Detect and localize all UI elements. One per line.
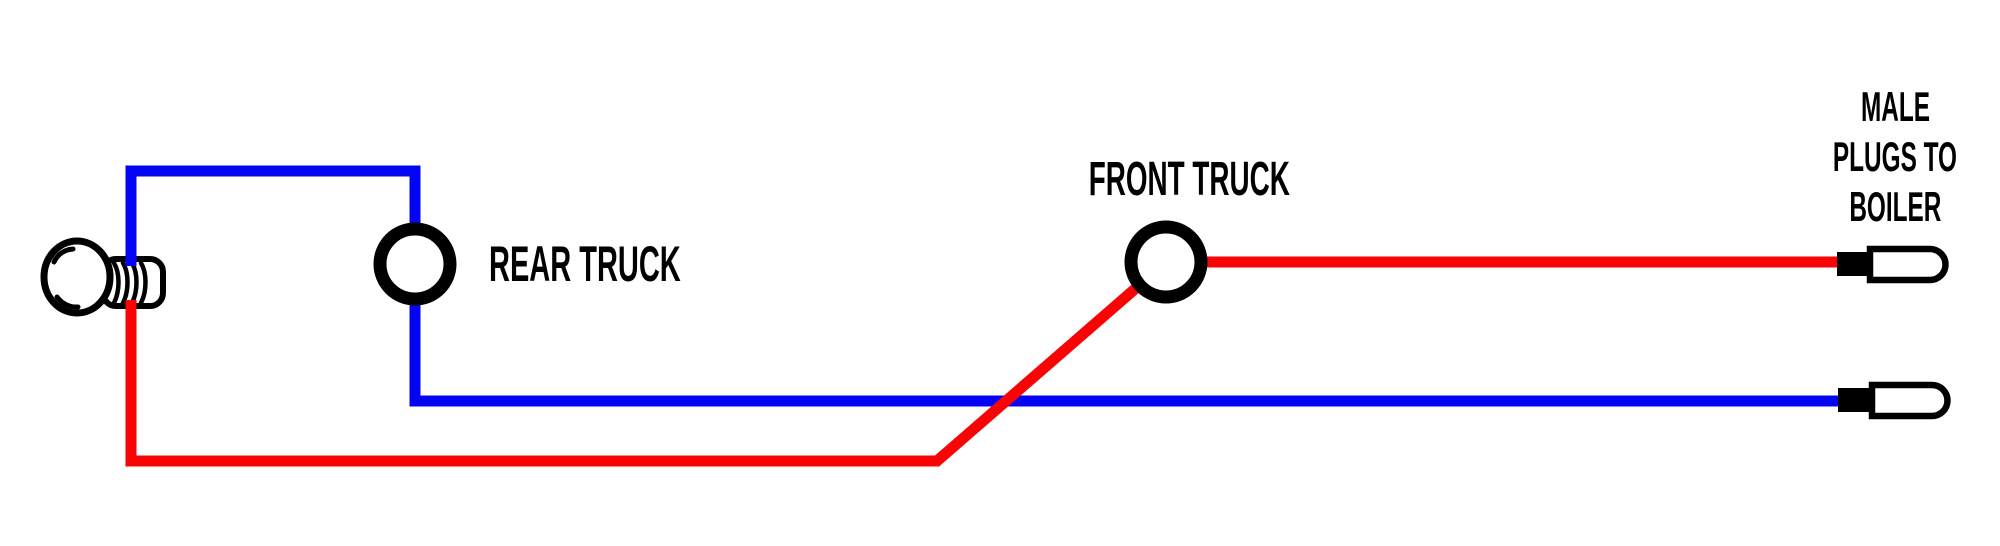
- plug-note-line-3: BOILER: [1848, 183, 1942, 230]
- male-plugs-to-boiler-label: MALE PLUGS TO BOILER: [1745, 82, 2000, 232]
- front-truck-label-text: FRONT TRUCK: [1088, 153, 1290, 206]
- rear-truck-label-text: REAR TRUCK: [489, 236, 681, 292]
- red-wire: [125, 256, 1848, 467]
- red-plug-collar: [1837, 252, 1872, 276]
- plug-note-line-2: PLUGS TO: [1832, 133, 1958, 180]
- bulb-thread-4: [138, 260, 148, 306]
- red-male-plug-icon: [1837, 245, 1949, 284]
- bulb-thread-1: [111, 260, 121, 306]
- red-plug-body: [1866, 245, 1949, 284]
- rear-truck-node: [373, 222, 457, 306]
- blue-wire: [125, 165, 1842, 407]
- plug-note-line-1: MALE: [1860, 83, 1930, 130]
- rear-truck-label: REAR TRUCK: [489, 239, 820, 289]
- bulb-thread-2: [120, 260, 130, 306]
- front-truck-label: FRONT TRUCK: [1016, 155, 1316, 205]
- front-truck-node: [1124, 220, 1208, 304]
- bulb-highlight-top: [51, 246, 76, 265]
- bulb-globe: [40, 237, 114, 317]
- blue-plug-collar: [1838, 388, 1873, 412]
- bulb-highlight-bottom: [54, 294, 81, 310]
- blue-male-plug-icon: [1838, 381, 1951, 420]
- blue-plug-body: [1868, 381, 1951, 420]
- light-bulb-icon: [40, 237, 166, 317]
